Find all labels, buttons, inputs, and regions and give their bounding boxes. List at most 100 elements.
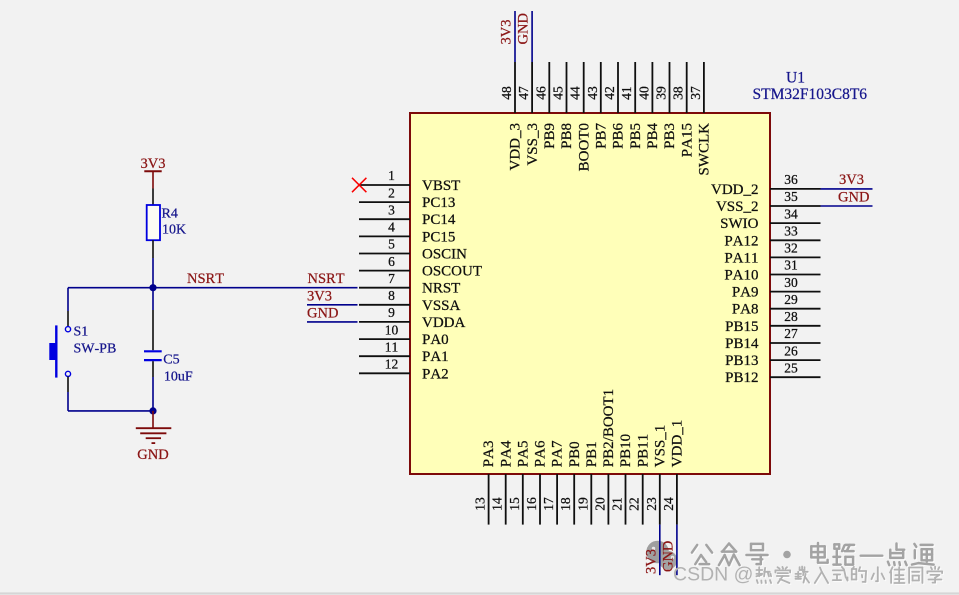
svg-text:46: 46 [533,86,548,100]
svg-text:33: 33 [784,224,798,239]
svg-text:12: 12 [385,357,399,372]
svg-text:GND: GND [307,306,338,322]
svg-text:23: 23 [644,497,659,511]
svg-text:PB8: PB8 [559,123,575,149]
svg-text:3V3: 3V3 [644,549,660,574]
svg-text:10uF: 10uF [164,370,193,385]
svg-text:24: 24 [661,497,676,511]
svg-text:GND: GND [516,13,532,44]
svg-text:U1: U1 [786,70,805,87]
svg-text:VSS_3: VSS_3 [525,123,541,166]
svg-text:SWIO: SWIO [720,216,758,232]
svg-text:SW-PB: SW-PB [74,342,117,357]
svg-text:GND: GND [661,541,677,572]
svg-text:38: 38 [671,86,686,100]
svg-text:4: 4 [388,220,395,235]
svg-text:11: 11 [385,339,399,354]
svg-text:PB10: PB10 [618,434,634,467]
svg-text:39: 39 [654,86,669,100]
svg-text:PC14: PC14 [422,212,456,228]
svg-text:47: 47 [516,86,531,100]
svg-text:PA6: PA6 [533,440,549,467]
svg-text:1: 1 [388,168,395,183]
svg-text:9: 9 [388,305,395,320]
svg-text:34: 34 [784,206,798,221]
svg-text:21: 21 [610,497,625,511]
svg-text:30: 30 [784,275,798,290]
svg-text:3V3: 3V3 [307,289,332,305]
svg-text:PB3: PB3 [662,123,678,149]
svg-text:10K: 10K [162,223,186,238]
svg-text:14: 14 [490,497,505,511]
svg-text:22: 22 [627,497,642,511]
svg-text:GND: GND [838,189,869,205]
svg-text:PB0: PB0 [567,441,583,467]
svg-text:PA8: PA8 [732,302,759,318]
svg-text:8: 8 [388,288,395,303]
svg-text:CSDN @: CSDN @ [673,563,753,585]
svg-text:PB14: PB14 [725,336,759,352]
svg-text:5: 5 [388,237,395,252]
svg-text:VSSA: VSSA [422,298,461,314]
svg-text:PC15: PC15 [422,229,455,245]
svg-text:PC13: PC13 [422,195,455,211]
svg-text:PA15: PA15 [679,123,695,157]
svg-text:S1: S1 [74,324,89,339]
svg-text:17: 17 [541,497,556,511]
svg-text:GND: GND [137,447,168,463]
svg-text:VDD_3: VDD_3 [508,123,524,171]
svg-text:PA12: PA12 [724,233,758,249]
svg-text:PA4: PA4 [498,440,514,467]
svg-text:48: 48 [499,86,514,100]
svg-text:PA10: PA10 [724,268,758,284]
svg-text:32: 32 [784,241,798,256]
svg-text:PB12: PB12 [725,370,758,386]
svg-text:OSCOUT: OSCOUT [422,264,482,280]
svg-text:25: 25 [784,360,798,375]
svg-text:PA2: PA2 [422,366,449,382]
svg-text:SWCLK: SWCLK [697,123,713,176]
svg-text:C5: C5 [163,353,179,368]
svg-text:37: 37 [688,86,703,100]
svg-text:BOOT0: BOOT0 [576,123,592,171]
svg-text:7: 7 [388,271,395,286]
svg-text:PB5: PB5 [628,123,644,149]
svg-text:PA7: PA7 [550,440,566,467]
svg-text:35: 35 [784,189,798,204]
svg-text:45: 45 [551,86,566,100]
svg-text:PA11: PA11 [724,250,758,266]
svg-text:10: 10 [385,322,399,337]
svg-text:R4: R4 [162,207,178,222]
svg-text:40: 40 [636,86,651,100]
svg-text:31: 31 [784,258,798,273]
svg-text:26: 26 [784,343,798,358]
svg-text:PB7: PB7 [593,123,609,149]
svg-text:NSRT: NSRT [308,271,345,287]
svg-text:27: 27 [784,326,798,341]
svg-text:PA9: PA9 [732,285,759,301]
svg-text:PA5: PA5 [515,441,531,468]
svg-text:36: 36 [784,172,798,187]
svg-text:PB9: PB9 [542,123,558,149]
svg-text:18: 18 [558,497,573,511]
svg-text:42: 42 [602,86,617,100]
svg-text:2: 2 [388,185,395,200]
svg-text:3V3: 3V3 [839,172,864,188]
svg-text:VDDA: VDDA [422,315,465,331]
svg-text:PB2/BOOT1: PB2/BOOT1 [601,389,617,467]
svg-text:19: 19 [575,497,590,511]
svg-text:20: 20 [592,497,607,511]
svg-text:VBST: VBST [422,178,460,194]
svg-text:3: 3 [388,202,395,217]
svg-text:PA3: PA3 [481,441,497,468]
svg-text:13: 13 [473,497,488,511]
svg-text:3V3: 3V3 [141,156,166,172]
svg-text:6: 6 [388,254,395,269]
svg-text:3V3: 3V3 [498,20,514,45]
svg-text:29: 29 [784,292,798,307]
svg-text:44: 44 [568,86,583,100]
svg-text:STM32F103C8T6: STM32F103C8T6 [753,86,868,103]
svg-text:VDD_1: VDD_1 [670,420,686,468]
svg-text:VDD_2: VDD_2 [711,182,759,198]
svg-text:VSS_1: VSS_1 [652,425,668,468]
